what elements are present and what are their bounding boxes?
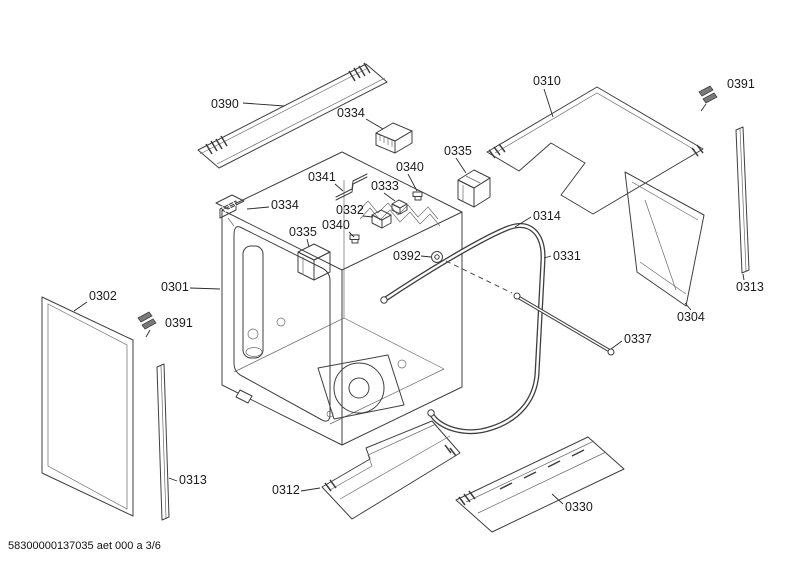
part-label-0334-top: 0334	[337, 106, 365, 120]
part-left-panel-0302	[41, 296, 134, 517]
part-label-0391-right: 0391	[727, 77, 755, 91]
part-connector-0332	[371, 209, 392, 229]
part-label-0331: 0331	[553, 249, 581, 263]
part-label-0304: 0304	[677, 310, 705, 324]
part-label-0333: 0333	[371, 179, 399, 193]
part-label-0310: 0310	[533, 74, 561, 88]
part-label-0335-upper: 0335	[444, 144, 472, 158]
part-trim-strip-0313-left	[156, 363, 170, 521]
part-top-panel-0390	[197, 62, 388, 169]
part-label-0337: 0337	[624, 332, 652, 346]
part-label-0335-left: 0335	[289, 225, 317, 239]
part-connector-0334-top	[375, 122, 413, 154]
part-label-0302: 0302	[89, 289, 117, 303]
part-base-panel-0312	[321, 420, 461, 520]
part-label-0341: 0341	[308, 170, 336, 184]
part-label-0392: 0392	[393, 249, 421, 263]
part-label-0391-left: 0391	[165, 316, 193, 330]
part-top-right-panel-0310	[486, 86, 704, 215]
part-label-0340-upper: 0340	[396, 160, 424, 174]
part-rod-0337	[513, 292, 615, 356]
part-right-panel-0304	[624, 171, 705, 307]
part-label-0313-right: 0313	[736, 280, 764, 294]
part-bracket-0334-left	[215, 194, 245, 227]
part-label-0340-lower: 0340	[322, 218, 350, 232]
part-clip-0391-left	[137, 311, 157, 330]
part-box-0335-upper	[457, 169, 491, 208]
part-nut-0340-upper	[412, 191, 423, 201]
part-label-0314: 0314	[533, 209, 561, 223]
part-label-0313-left: 0313	[179, 473, 207, 487]
part-label-0312: 0312	[272, 483, 300, 497]
part-label-0330: 0330	[565, 500, 593, 514]
leader-lines	[73, 88, 745, 505]
part-grommet-0392	[431, 251, 513, 294]
part-tub-0301	[221, 151, 463, 446]
part-trim-strip-0313-right	[735, 126, 750, 274]
part-seal-tube-0331	[380, 223, 546, 434]
part-label-0332: 0332	[336, 203, 364, 217]
part-label-0334-left: 0334	[271, 198, 299, 212]
part-label-0301: 0301	[161, 280, 189, 294]
part-clip-0391-top-right	[698, 85, 718, 104]
part-label-0390: 0390	[211, 97, 239, 111]
part-bracket-0341	[335, 173, 368, 201]
part-base-panel-0330	[455, 436, 625, 533]
part-nut-0340-lower	[349, 234, 360, 244]
part-labels: 0390 0334 0310 0391 0335 0341 0340 0333 …	[89, 74, 764, 514]
part-clip-0333	[391, 199, 408, 215]
document-code: 58300000137035 aet 000 a 3/6	[8, 540, 161, 552]
